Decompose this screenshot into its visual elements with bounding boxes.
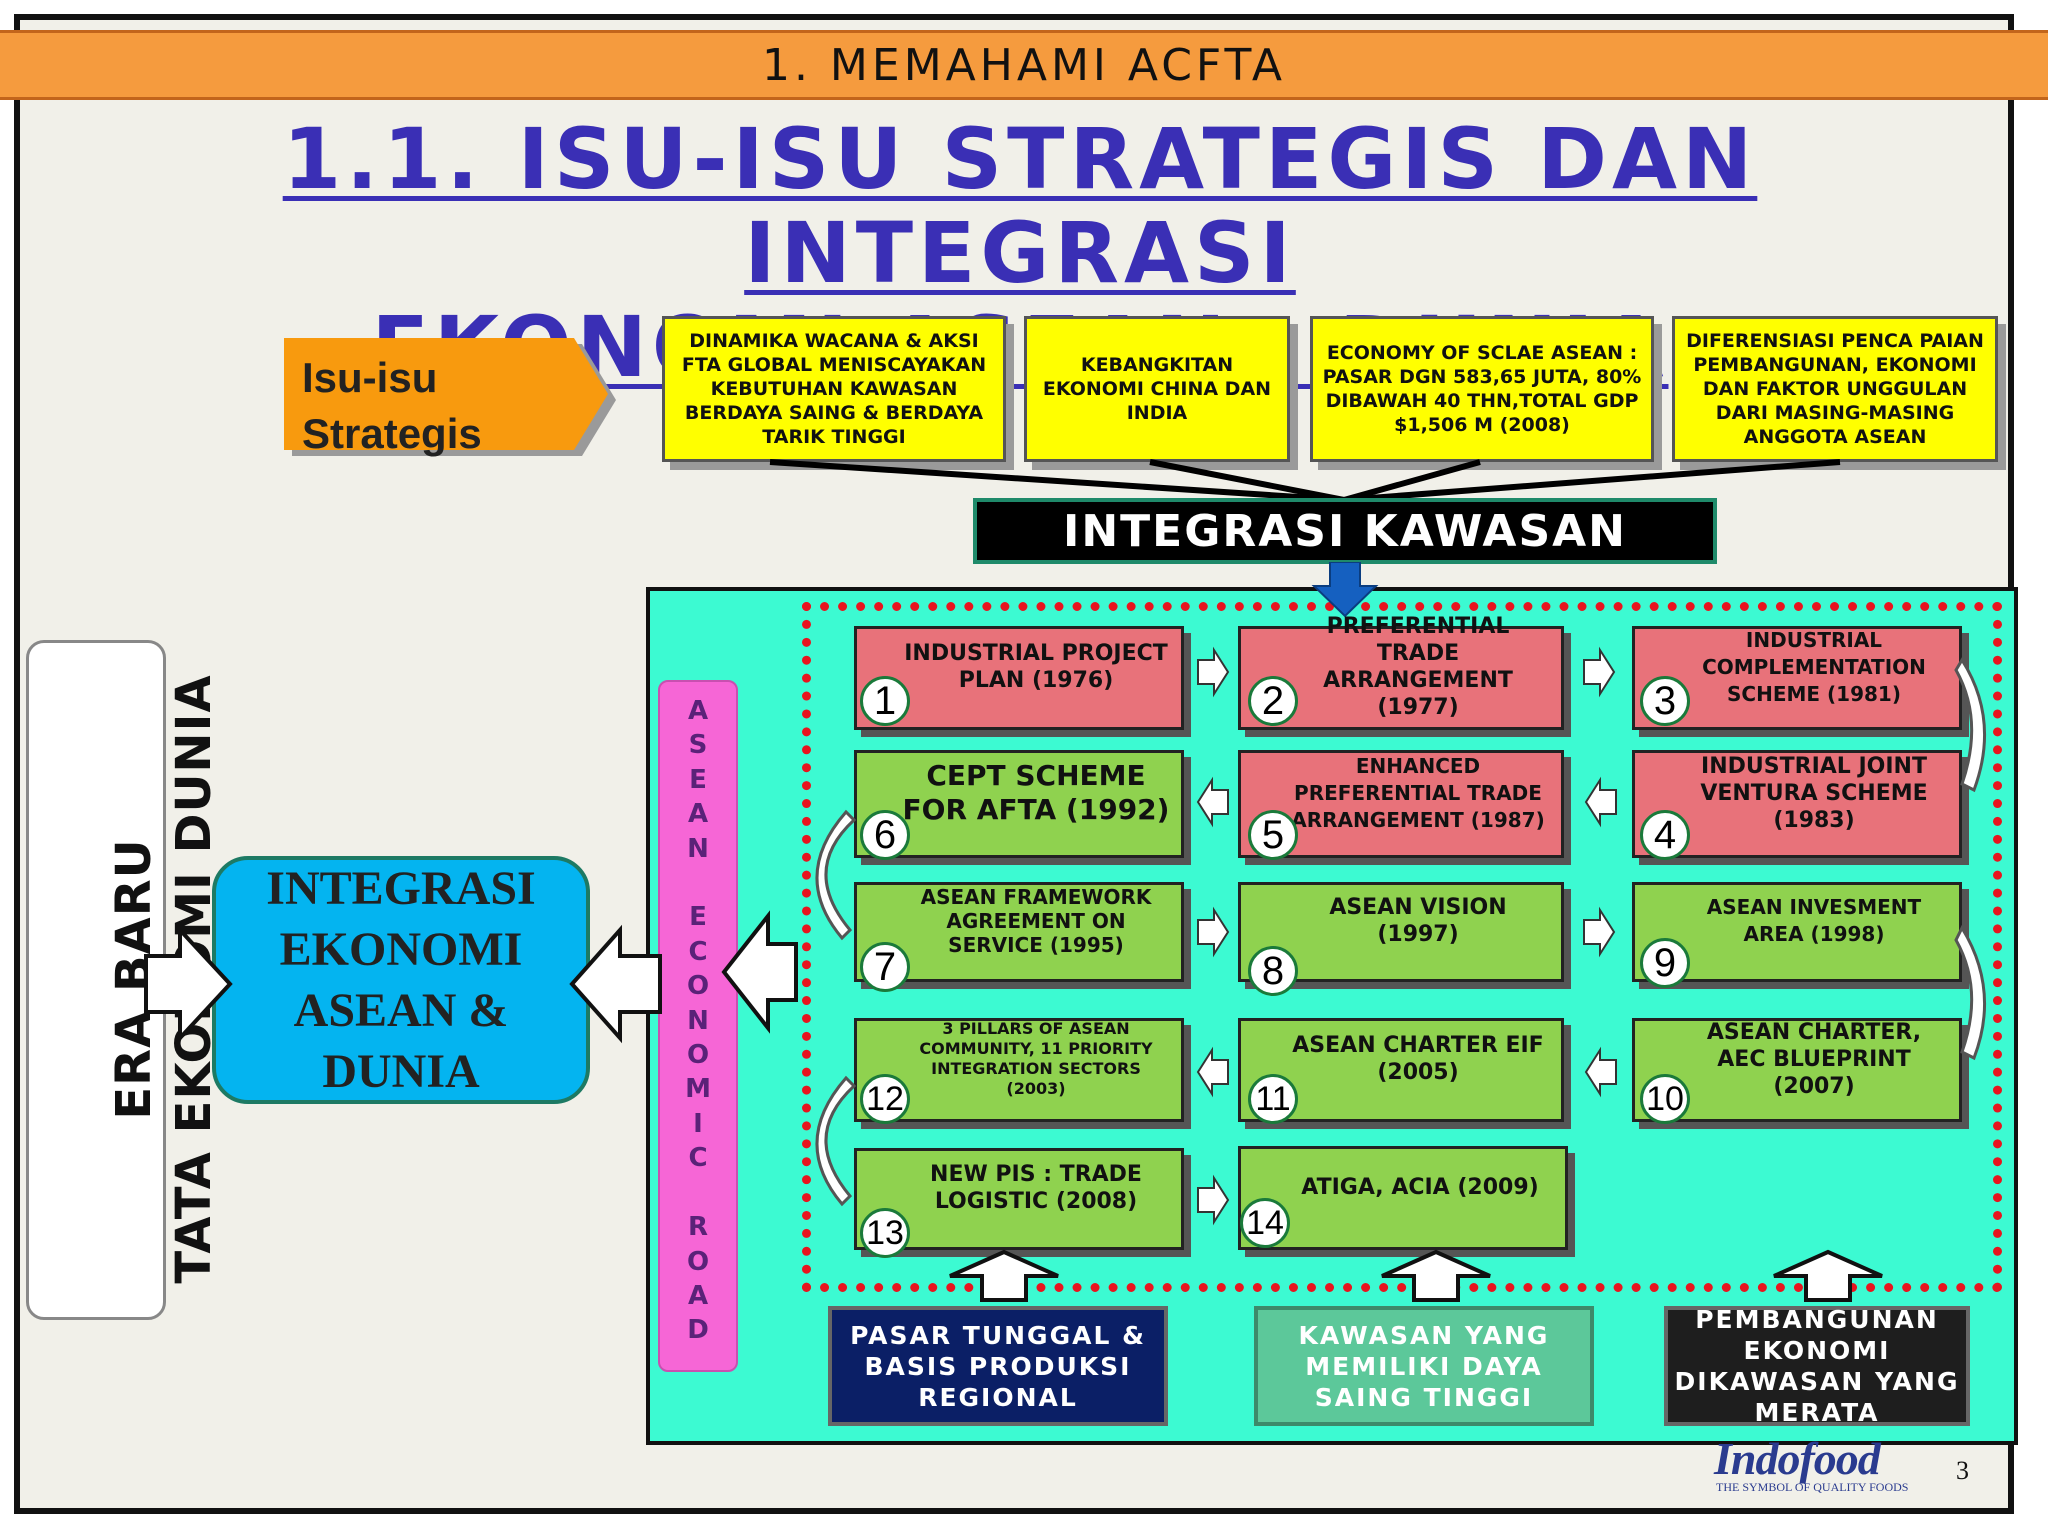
- step-number-10: 10: [1640, 1074, 1690, 1124]
- step-number-12: 12: [860, 1074, 910, 1124]
- arrow-left-icon: [569, 924, 662, 1044]
- asean-economic-road-bar: [658, 680, 738, 1372]
- step-number-11: 11: [1248, 1074, 1298, 1124]
- isu-arrow-shape: [284, 338, 616, 456]
- issue-box-1: DINAMIKA WACANA & AKSI FTA GLOBAL MENISC…: [662, 316, 1006, 462]
- title-line-1: 1.1. ISU-ISU STRATEGIS DAN INTEGRASI: [282, 110, 1758, 302]
- isu-strategis-label: Isu-isu Strategis: [302, 350, 482, 462]
- step-number-6: 6: [860, 810, 910, 860]
- up-arrow-icon-3: [1773, 1249, 1883, 1302]
- page-number: 3: [1956, 1456, 1969, 1485]
- connector-left-icon: [1584, 776, 1617, 828]
- connector-left-icon: [1584, 1046, 1617, 1098]
- step-box-12: 3 PILLARS OF ASEAN COMMUNITY, 11 PRIORIT…: [854, 1018, 1184, 1122]
- timeline-frame: [802, 602, 2002, 1292]
- curved-arrow-right-icon-2: [1954, 924, 1987, 1061]
- issue-box-3: ECONOMY OF SCLAE ASEAN : PASAR DGN 583,6…: [1310, 316, 1654, 462]
- arrow-left-icon-2: [721, 910, 798, 1034]
- indofood-logo: Indofood: [1714, 1433, 1881, 1484]
- issue-box-2: KEBANGKITAN EKONOMI CHINA DAN INDIA: [1024, 316, 1290, 462]
- step-box-1: INDUSTRIAL PROJECT PLAN (1976): [854, 626, 1184, 730]
- step-number-14: 14: [1240, 1198, 1290, 1248]
- issue-box-4: DIFERENSIASI PENCA PAIAN PEMBANGUNAN, EK…: [1672, 316, 1998, 462]
- step-number-5: 5: [1248, 810, 1298, 860]
- section-header: 1. MEMAHAMI ACFTA: [0, 30, 2048, 100]
- connector-right-icon: [1197, 1174, 1230, 1226]
- connector-left-icon: [1196, 1046, 1229, 1098]
- step-number-7: 7: [860, 942, 910, 992]
- bottom-box-pembangunan: PEMBANGUNAN EKONOMI DIKAWASAN YANG MERAT…: [1664, 1305, 1970, 1427]
- step-number-8: 8: [1248, 946, 1298, 996]
- step-number-1: 1: [860, 676, 910, 726]
- connector-right-icon: [1197, 906, 1230, 958]
- indofood-tagline: THE SYMBOL OF QUALITY FOODS: [1716, 1480, 1909, 1494]
- step-number-13: 13: [860, 1208, 910, 1258]
- slide-title: 1.1. ISU-ISU STRATEGIS DAN INTEGRASI EKO…: [40, 112, 2000, 394]
- step-box-6: CEPT SCHEME FOR AFTA (1992): [854, 750, 1184, 858]
- asean-economic-road-label: A S E A N E C O N O M I C R O A D: [685, 696, 711, 1346]
- step-number-9: 9: [1640, 938, 1690, 988]
- curved-arrow-right-icon: [1954, 657, 1987, 793]
- up-arrow-icon: [949, 1249, 1059, 1302]
- connector-right-icon: [1583, 646, 1616, 698]
- step-number-3: 3: [1640, 676, 1690, 726]
- integrasi-ekonomi-box: INTEGRASI EKONOMI ASEAN & DUNIA: [212, 856, 590, 1104]
- step-number-4: 4: [1640, 810, 1690, 860]
- big-arrows: [144, 910, 798, 1044]
- connector-right-icon: [1583, 906, 1616, 958]
- isu-label-line-1: Isu-isu: [302, 354, 438, 401]
- curved-arrow-left-icon-2: [815, 1075, 857, 1207]
- curved-arrow-left-icon: [815, 809, 857, 941]
- bottom-box-pasar-tunggal: PASAR TUNGGAL & BASIS PRODUKSI REGIONAL: [828, 1306, 1168, 1426]
- step-number-2: 2: [1248, 676, 1298, 726]
- step-box-14: ATIGA, ACIA (2009): [1238, 1146, 1568, 1250]
- connector-right-icon: [1197, 646, 1230, 698]
- arrow-right-icon: [144, 924, 233, 1044]
- connector-left-icon: [1196, 776, 1229, 828]
- down-arrow-icon: [1311, 562, 1379, 618]
- bottom-box-kawasan: KAWASAN YANG MEMILIKI DAYA SAING TINGGI: [1254, 1306, 1594, 1426]
- asean-panel: [646, 587, 2018, 1445]
- isu-label-line-2: Strategis: [302, 410, 482, 457]
- up-arrow-icon-2: [1381, 1249, 1491, 1302]
- step-box-8: ASEAN VISION (1997): [1238, 882, 1564, 982]
- converging-lines: [769, 459, 1841, 503]
